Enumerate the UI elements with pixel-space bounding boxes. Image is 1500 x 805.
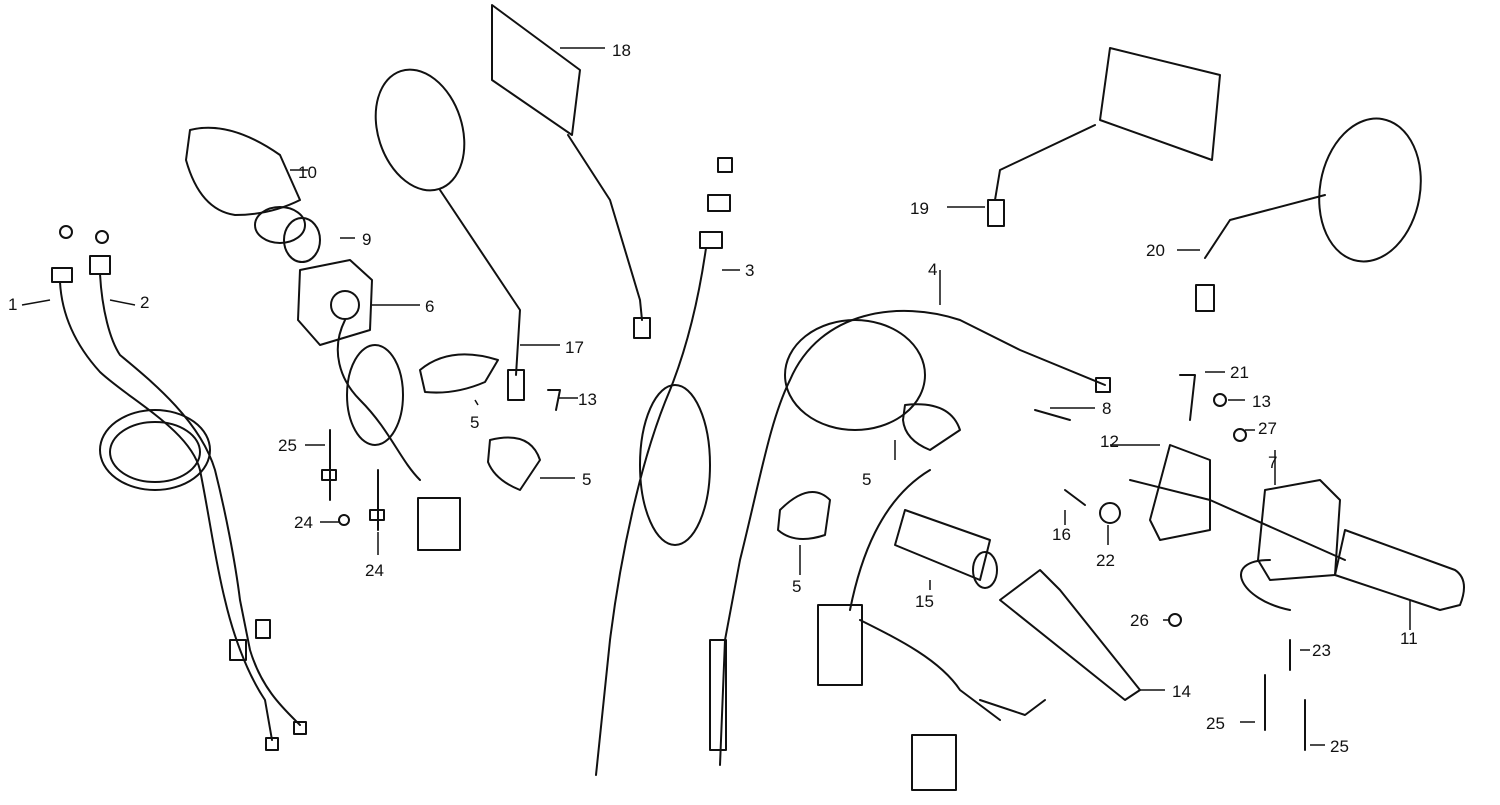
label-1: 1 (8, 295, 17, 314)
label-13-b: 13 (1252, 392, 1271, 411)
label-25-c: 25 (1330, 737, 1349, 756)
clutch-cable-4 (709, 309, 1111, 766)
left-mirror-18 (491, 4, 651, 339)
label-5-a: 5 (470, 413, 479, 432)
label-20: 20 (1146, 241, 1165, 260)
throttle-cable-1 (51, 225, 279, 751)
band-5-left (419, 353, 541, 491)
wiring-harness (817, 469, 1046, 791)
label-25-b: 25 (1206, 714, 1225, 733)
label-12: 12 (1100, 432, 1119, 451)
label-19: 19 (910, 199, 929, 218)
label-11: 11 (1400, 629, 1418, 648)
clamps-5-right (777, 403, 961, 540)
choke-cable-3 (595, 157, 733, 776)
clutch-lever-14 (999, 569, 1141, 701)
label-17: 17 (565, 338, 584, 357)
left-switch-6 (297, 259, 461, 551)
small-parts-right (1034, 374, 1306, 751)
label-23: 23 (1312, 641, 1331, 660)
handlebar-grip-10 (185, 126, 306, 244)
label-24-a: 24 (294, 513, 313, 532)
label-25-a: 25 (278, 436, 297, 455)
throttle-cable-2 (89, 230, 307, 735)
right-switch-7 (1240, 479, 1341, 611)
label-21: 21 (1230, 363, 1249, 382)
clutch-switch-15 (894, 509, 998, 589)
label-5-b: 5 (582, 470, 591, 489)
throttle-grip-11 (1334, 529, 1465, 611)
label-5-c: 5 (862, 470, 871, 489)
label-13-a: 13 (578, 390, 597, 409)
label-22: 22 (1096, 551, 1115, 570)
label-6: 6 (425, 297, 434, 316)
label-26: 26 (1130, 611, 1149, 630)
left-mirror-17 (374, 68, 525, 401)
label-8: 8 (1102, 399, 1111, 418)
label-16: 16 (1052, 525, 1071, 544)
right-mirror-19 (987, 47, 1221, 227)
label-3: 3 (745, 261, 754, 280)
clutch-lever-bracket-12 (1129, 444, 1346, 561)
label-2: 2 (140, 293, 149, 312)
right-mirror-20 (1195, 117, 1422, 312)
grip-end-9 (283, 217, 321, 263)
label-24-b: 24 (365, 561, 384, 580)
label-18: 18 (612, 41, 631, 60)
label-27: 27 (1258, 419, 1277, 438)
leader-lines (21, 47, 1411, 746)
label-10: 10 (298, 163, 317, 182)
label-9: 9 (362, 230, 371, 249)
label-14: 14 (1172, 682, 1191, 701)
bolts-left (321, 389, 561, 531)
label-5-d: 5 (792, 577, 801, 596)
label-7: 7 (1268, 453, 1277, 472)
label-15: 15 (915, 592, 934, 611)
callouts: 1 2 3 4 5 5 5 5 6 7 8 9 10 11 12 13 13 1… (8, 41, 1418, 756)
label-4: 4 (928, 260, 937, 279)
